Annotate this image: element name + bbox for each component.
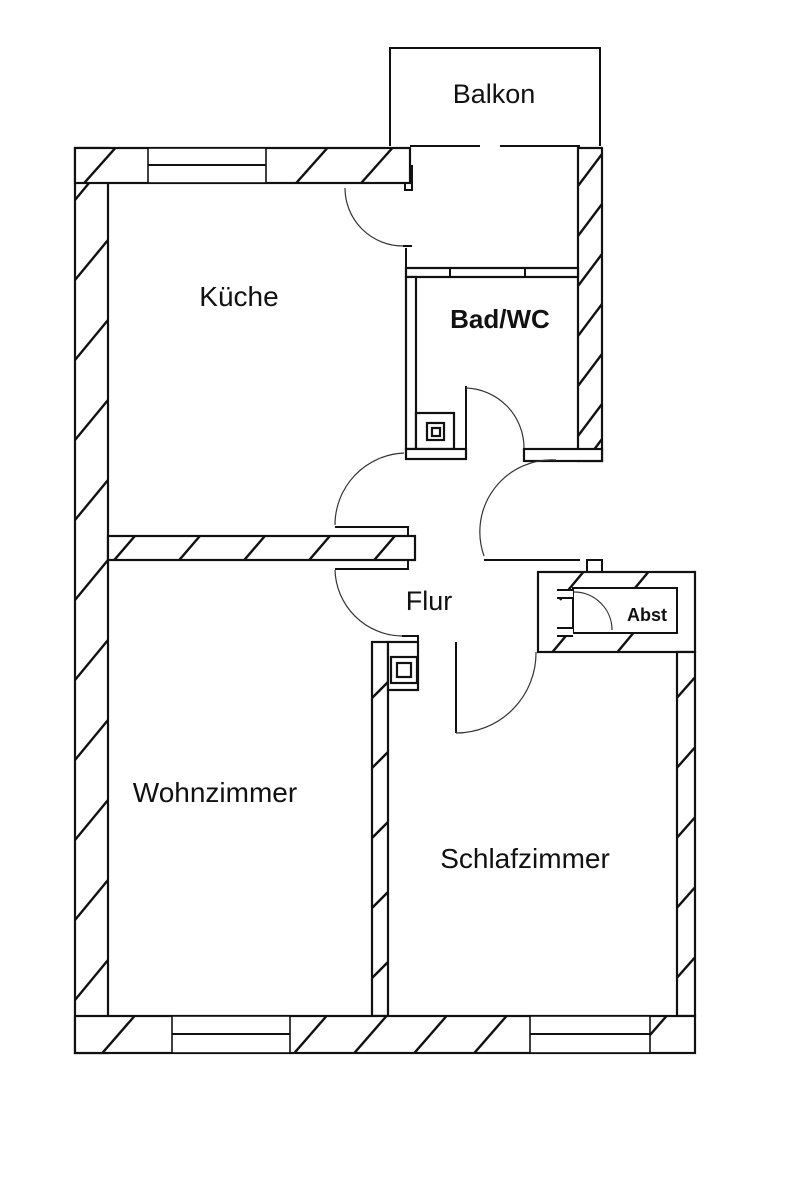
kitchen-living-wall <box>106 526 417 570</box>
kitchen-door <box>344 165 413 247</box>
bedroom-door <box>455 642 537 734</box>
outer-wall-bottom <box>73 1014 697 1055</box>
outer-wall-right-upper <box>576 146 604 463</box>
hallway-bathroom-door-swing <box>479 459 580 561</box>
living-room-door <box>334 569 419 642</box>
bathroom-door <box>465 386 525 449</box>
room-label-storage: Abst <box>627 605 667 625</box>
room-label-living-room: Wohnzimmer <box>133 777 297 808</box>
outer-wall-right-lower <box>675 650 697 1018</box>
outer-wall-left <box>73 146 110 1055</box>
hallway-kitchen-door <box>334 452 405 526</box>
bedroom-left-wall <box>370 640 420 1018</box>
outer-wall-top <box>73 146 412 185</box>
bathroom-walls <box>404 248 604 463</box>
room-label-bedroom: Schlafzimmer <box>440 843 610 874</box>
storage-room <box>536 559 697 654</box>
balcony <box>389 47 601 147</box>
room-label-kitchen: Küche <box>199 281 278 312</box>
room-label-balcony: Balkon <box>453 79 536 109</box>
room-label-hallway: Flur <box>406 586 453 616</box>
chimney <box>389 655 419 685</box>
room-label-bathroom: Bad/WC <box>450 304 550 334</box>
